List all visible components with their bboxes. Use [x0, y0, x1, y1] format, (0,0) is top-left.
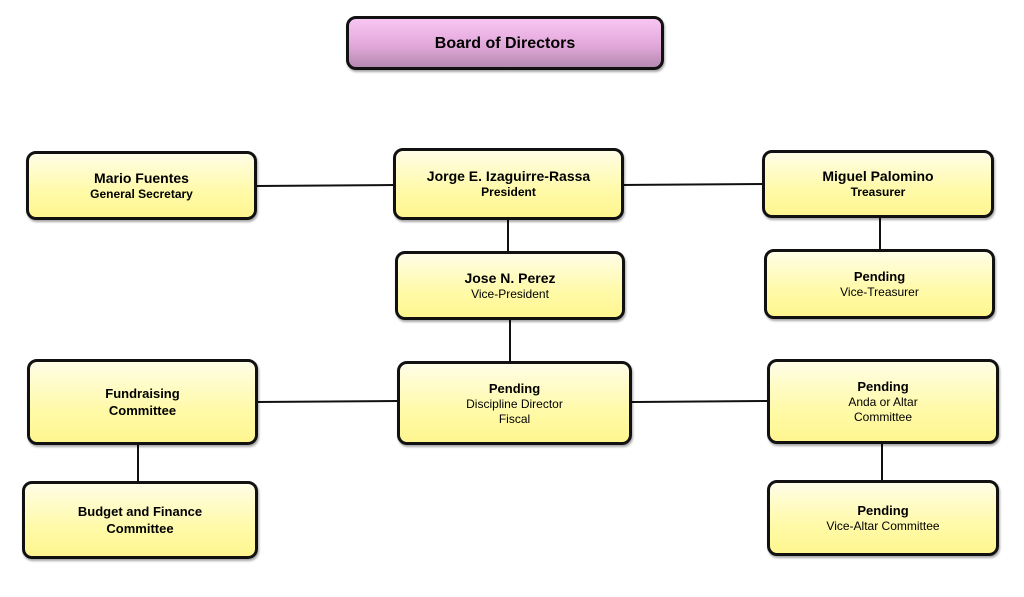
node-vice-treasurer[interactable]: Pending Vice-Treasurer: [764, 249, 995, 319]
connector-discipline-altar: [629, 400, 769, 403]
node-name: Mario Fuentes: [94, 169, 189, 186]
node-name: Jose N. Perez: [464, 269, 556, 286]
node-role: President: [481, 185, 536, 199]
node-role: Treasurer: [850, 185, 906, 199]
node-name: Pending: [857, 379, 909, 394]
node-board-of-directors[interactable]: Board of Directors: [346, 16, 664, 70]
node-title: Board of Directors: [434, 34, 576, 52]
node-name: Fundraising: [105, 386, 180, 401]
node-role-line2: Fiscal: [498, 411, 531, 426]
node-president[interactable]: Jorge E. Izaguirre-Rassa President: [393, 148, 624, 220]
node-name: Miguel Palomino: [822, 168, 934, 184]
node-name: Jorge E. Izaguirre-Rassa: [426, 168, 591, 184]
node-vice-president[interactable]: Jose N. Perez Vice-President: [395, 251, 625, 320]
node-name: Pending: [488, 380, 541, 396]
node-name-line2: Committee: [108, 403, 177, 418]
node-budget-finance-committee[interactable]: Budget and Finance Committee: [22, 481, 258, 559]
node-general-secretary[interactable]: Mario Fuentes General Secretary: [26, 151, 257, 220]
node-name: Budget and Finance: [77, 504, 203, 519]
node-fundraising-committee[interactable]: Fundraising Committee: [27, 359, 258, 445]
node-name-line2: Committee: [106, 521, 174, 536]
node-name: Pending: [857, 503, 909, 518]
node-role: Discipline Director: [466, 396, 563, 411]
node-role: Vice-President: [471, 286, 549, 301]
node-role: General Secretary: [90, 186, 193, 201]
node-vice-altar-committee[interactable]: Pending Vice-Altar Committee: [767, 480, 999, 556]
connector-fundraising-discipline: [256, 400, 399, 403]
connector-president-treasurer: [621, 183, 764, 186]
node-role: Anda or Altar: [848, 395, 918, 409]
node-name: Pending: [853, 269, 906, 284]
node-role-line2: Committee: [853, 410, 912, 424]
node-role: Vice-Altar Committee: [826, 519, 940, 533]
connector-secretary-president: [255, 184, 395, 187]
node-discipline-director[interactable]: Pending Discipline Director Fiscal: [397, 361, 632, 445]
node-altar-committee[interactable]: Pending Anda or Altar Committee: [767, 359, 999, 444]
node-role: Vice-Treasurer: [840, 285, 919, 299]
node-treasurer[interactable]: Miguel Palomino Treasurer: [762, 150, 994, 218]
